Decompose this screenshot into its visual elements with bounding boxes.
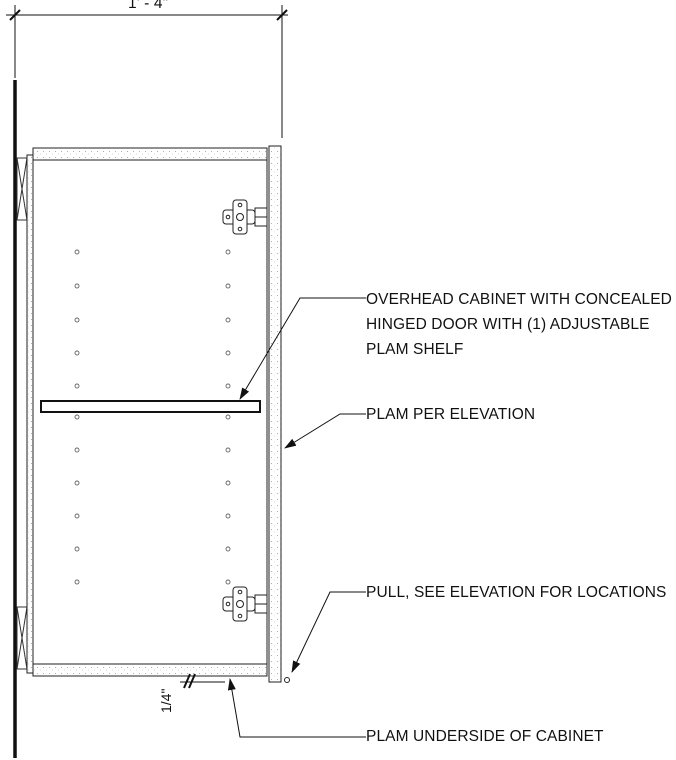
cabinet-callout: OVERHEAD CABINET WITH CONCEALED HINGED D… [366,287,672,362]
plam-elevation-callout: PLAM PER ELEVATION [366,406,536,423]
gap-dimension [180,673,225,689]
adjustable-shelf [40,400,261,413]
gap-dimension-label: 1/4" [158,688,174,713]
wall-blocking [16,157,28,670]
cabinet-bottom-panel [32,663,268,677]
cabinet-top-panel [32,147,268,161]
cabinet-callout-line-1: OVERHEAD CABINET WITH CONCEALED [366,291,672,308]
overall-width-dimension [6,5,288,138]
door-pull [284,677,290,683]
cabinet-callout-line-3: PLAM SHELF [366,341,464,358]
shelf-pin-holes [74,249,231,585]
overall-width-label: 1' - 4" [128,0,169,12]
cabinet-door [268,145,282,683]
lower-hinge-icon [222,586,268,622]
callout-leaders [227,297,366,738]
cabinet-back-panel [26,154,34,674]
underside-callout: PLAM UNDERSIDE OF CABINET [366,728,604,745]
cabinet-callout-line-2: HINGED DOOR WITH (1) ADJUSTABLE [366,316,650,333]
upper-hinge-icon [222,199,268,235]
pull-callout: PULL, SEE ELEVATION FOR LOCATIONS [366,584,667,601]
